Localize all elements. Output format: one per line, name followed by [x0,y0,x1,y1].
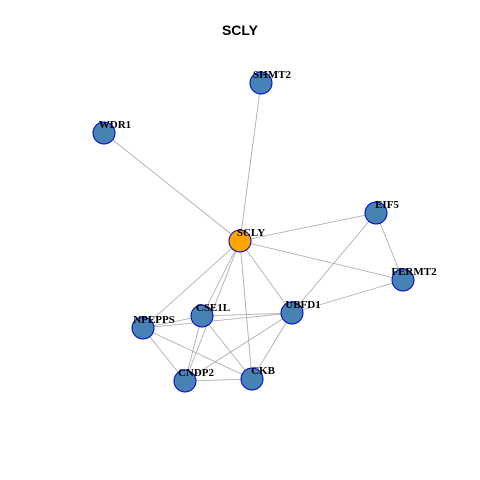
edge-cse1l-ckb [201,315,253,380]
edge-scly-cse1l [201,240,241,317]
node-label-ubfd1: UBFD1 [285,299,320,311]
edge-scly-npepps [142,240,241,329]
nodes-layer [92,71,415,393]
node-label-eif5: EIF5 [375,199,399,211]
node-fermt2[interactable] [391,268,415,292]
node-ckb[interactable] [240,367,264,391]
node-cndp2[interactable] [173,369,197,393]
node-scly[interactable] [228,229,252,253]
node-ubfd1[interactable] [280,301,304,325]
node-label-wdr1: WDR1 [99,119,131,131]
edge-npepps-ckb [142,327,253,380]
node-label-npepps: NPEPPS [133,314,175,326]
node-cse1l[interactable] [190,304,214,328]
edge-scly-fermt2 [239,240,404,281]
node-label-cndp2: CNDP2 [178,367,215,379]
edge-scly-wdr1 [103,132,241,242]
edge-ubfd1-cse1l [201,312,293,317]
edge-eif5-fermt2 [375,212,404,281]
node-label-fermt2: FERMT2 [391,266,437,278]
edge-fermt2-ubfd1 [291,279,404,314]
node-npepps[interactable] [131,316,155,340]
node-label-scly: SCLY [237,227,265,239]
edge-eif5-ubfd1 [291,212,377,314]
edge-ubfd1-cndp2 [184,312,293,382]
node-shmt2[interactable] [249,71,273,95]
edge-scly-eif5 [239,212,377,242]
edge-ubfd1-ckb [251,312,293,380]
node-label-ckb: CKB [251,365,276,377]
node-eif5[interactable] [364,201,388,225]
node-label-cse1l: CSE1L [196,302,230,314]
edge-scly-ubfd1 [239,240,293,314]
node-wdr1[interactable] [92,121,116,145]
node-label-shmt2: SHMT2 [253,69,291,81]
edge-ubfd1-npepps [142,312,293,329]
edge-scly-shmt2 [239,82,262,242]
page-title: SCLY [221,22,259,38]
edge-scly-cndp2 [184,240,241,382]
edge-scly-ckb [239,240,253,380]
